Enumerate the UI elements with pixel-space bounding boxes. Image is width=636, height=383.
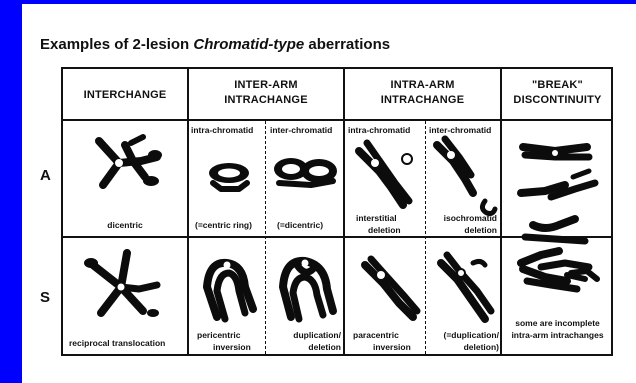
title-suffix: aberrations <box>304 36 390 53</box>
caption-dicentric: dicentric <box>63 219 187 231</box>
caption-pericentric-inversion: pericentric inversion <box>197 329 251 353</box>
caption-reciprocal-translocation: reciprocal translocation <box>69 337 165 349</box>
isochromatid-duplication-figure <box>435 249 499 327</box>
caption-centric-ring: (=centric ring) <box>195 219 252 231</box>
column-header-break: "BREAK" DISCONTINUITY <box>502 78 613 108</box>
header-divider <box>63 119 611 121</box>
title-emphasis: Chromatid-type <box>193 36 304 53</box>
caption-line: intra-arm intrachanges <box>502 329 613 341</box>
header-line: INTER-ARM <box>189 78 343 93</box>
dicentric-figure <box>85 131 165 201</box>
header-line: INTRA-ARM <box>345 78 500 93</box>
caption-paracentric-inversion: paracentric inversion <box>353 329 411 353</box>
caption-line: deletion <box>427 224 497 236</box>
subcolumn-divider <box>265 121 266 354</box>
centric-ring-figure <box>205 159 253 195</box>
column-header-interchange: INTERCHANGE <box>63 88 187 103</box>
row-label-s: S <box>40 289 50 306</box>
caption-line: pericentric <box>197 329 251 341</box>
pericentric-inversion-figure <box>199 247 261 325</box>
caption-line: deletion <box>356 224 401 236</box>
column-divider <box>187 69 189 354</box>
incomplete-intrachange-figure <box>515 255 601 307</box>
subheader-intra-chromatid: intra-chromatid <box>348 125 410 135</box>
subcolumn-divider <box>425 121 426 354</box>
diagram-title: Examples of 2-lesion Chromatid-type aber… <box>40 36 600 53</box>
caption-line: duplication/ <box>269 329 341 341</box>
header-line: INTRACHANGE <box>345 93 500 108</box>
row-label-a: A <box>40 167 51 184</box>
paracentric-inversion-figure <box>357 251 423 325</box>
caption-duplication-deletion-eq: (=duplication/ deletion) <box>427 329 499 353</box>
caption-line: deletion <box>269 341 341 353</box>
inter-chromatid-dicentric-figure <box>271 153 339 193</box>
caption-dicentric-eq: (=dicentric) <box>277 219 323 231</box>
header-line: "BREAK" <box>502 78 613 93</box>
caption-line: paracentric <box>353 329 411 341</box>
title-prefix: Examples of 2-lesion <box>40 36 193 53</box>
caption-line: deletion) <box>427 341 499 353</box>
subheader-inter-chromatid: inter-chromatid <box>429 125 491 135</box>
interstitial-deletion-figure <box>351 135 423 215</box>
subheader-inter-chromatid: inter-chromatid <box>270 125 332 135</box>
header-line: DISCONTINUITY <box>502 93 613 108</box>
column-divider <box>343 69 345 354</box>
header-line: INTRACHANGE <box>189 93 343 108</box>
caption-line: inversion <box>353 341 411 353</box>
isochromatid-deletion-figure <box>431 135 503 221</box>
reciprocal-translocation-figure <box>81 247 171 327</box>
subheader-intra-chromatid: intra-chromatid <box>191 125 253 135</box>
column-header-inter-arm: INTER-ARM INTRACHANGE <box>189 78 343 108</box>
aberration-table: INTERCHANGE INTER-ARM INTRACHANGE INTRA-… <box>61 67 613 356</box>
duplication-deletion-figure <box>275 247 341 325</box>
caption-line: (=duplication/ <box>427 329 499 341</box>
caption-interstitial-deletion: interstitial deletion <box>356 212 401 236</box>
caption-duplication-deletion: duplication/ deletion <box>269 329 341 353</box>
column-header-intra-arm: INTRA-ARM INTRACHANGE <box>345 78 500 108</box>
caption-line: inversion <box>197 341 251 353</box>
